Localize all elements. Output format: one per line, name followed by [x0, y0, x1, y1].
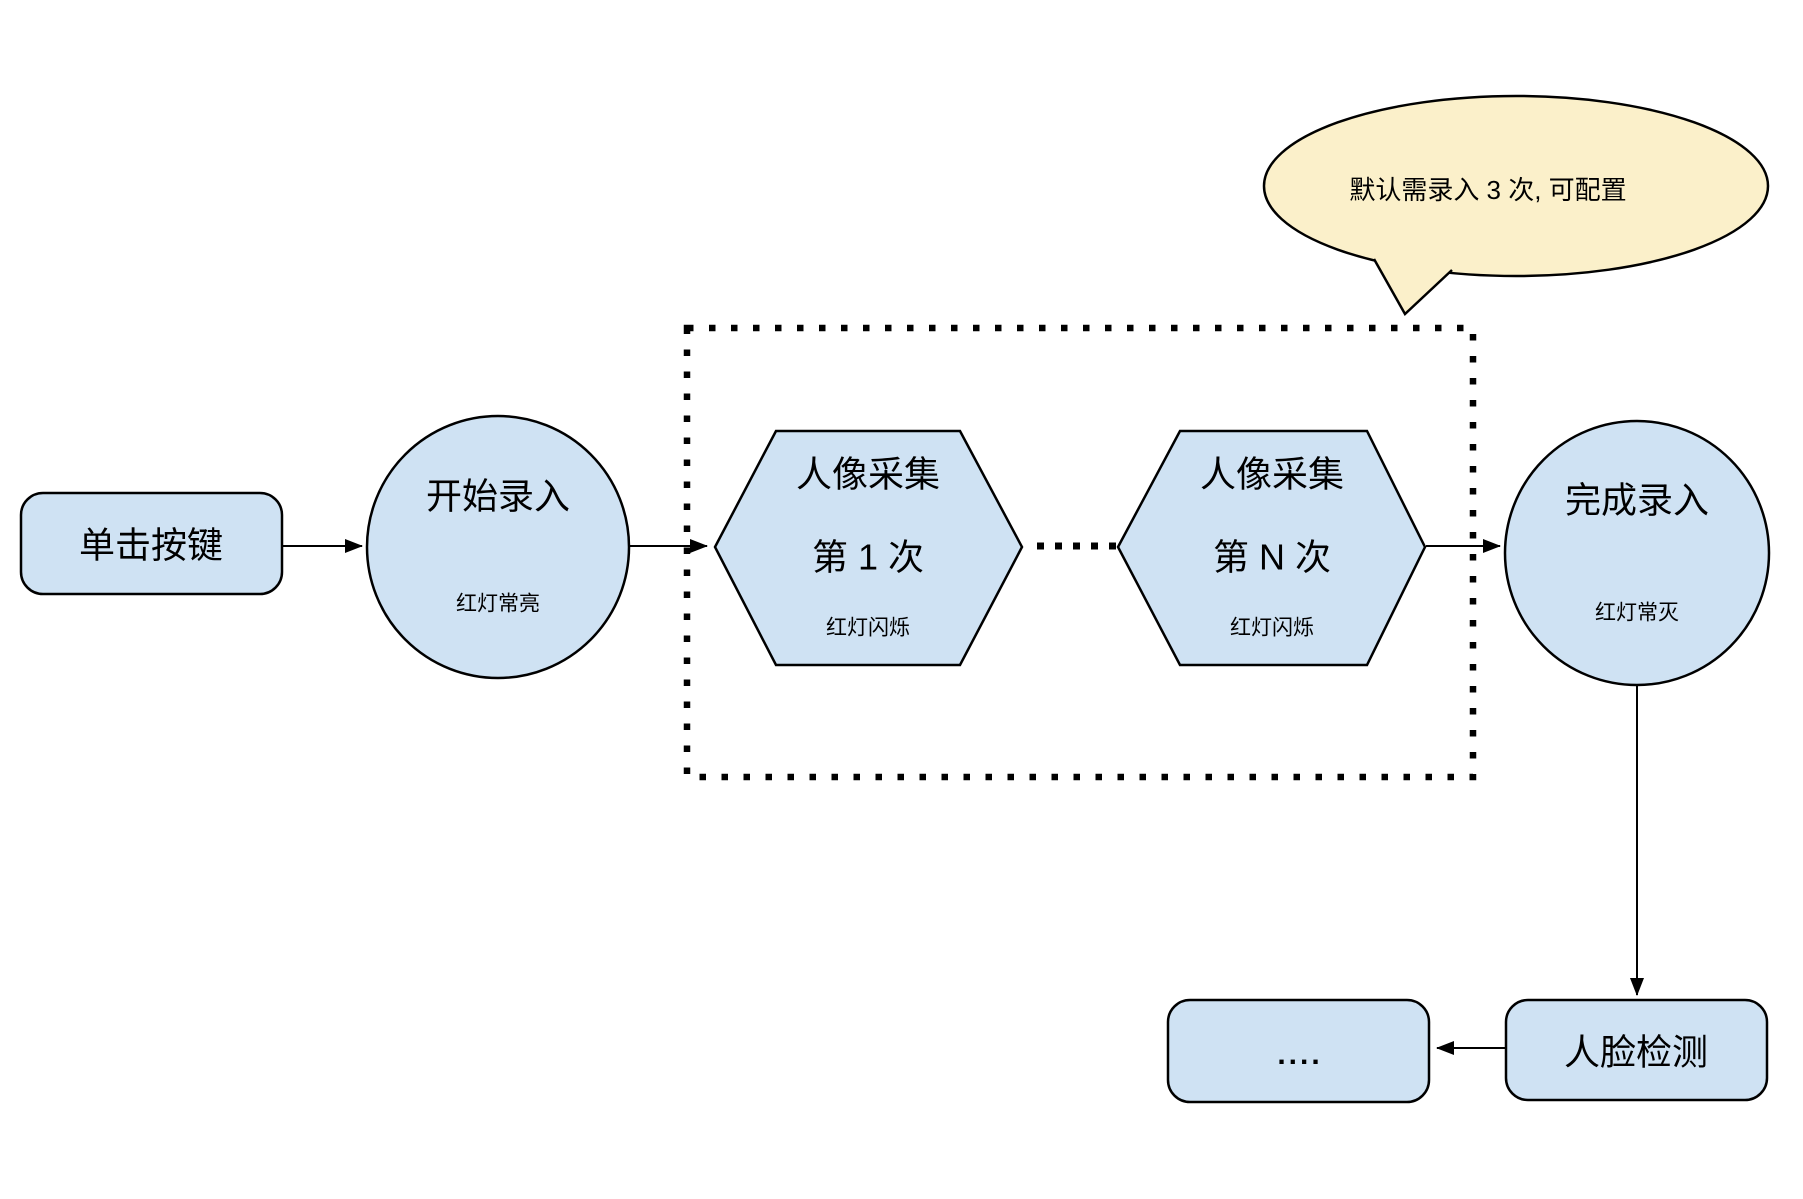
callout-bubble: 默认需录入 3 次, 可配置	[1262, 94, 1770, 317]
continuation-node: ....	[1166, 998, 1431, 1104]
click-button-label: 单击按键	[79, 525, 223, 566]
continuation-label: ....	[1277, 1038, 1322, 1071]
capture-first-status: 红灯闪烁	[826, 617, 910, 640]
capture-nth-title: 人像采集	[1200, 454, 1344, 495]
capture-first-title: 人像采集	[796, 454, 940, 495]
callout-bubble-tail	[1372, 258, 1453, 317]
start-enroll-node: 开始录入 红灯常亮	[365, 414, 631, 680]
click-button-node: 单击按键	[19, 491, 284, 596]
face-detection-node: 人脸检测	[1504, 998, 1769, 1102]
finish-enroll-shape[interactable]	[1503, 419, 1771, 687]
capture-nth-node: 人像采集 第 N 次 红灯闪烁	[1116, 429, 1427, 667]
finish-enroll-node: 完成录入 红灯常灭	[1503, 419, 1771, 687]
capture-nth-subtitle: 第 N 次	[1213, 537, 1331, 578]
continuation-shape[interactable]	[1166, 998, 1431, 1104]
start-enroll-status: 红灯常亮	[456, 593, 540, 616]
start-enroll-shape[interactable]	[365, 414, 631, 680]
capture-nth-shape[interactable]	[1116, 429, 1427, 667]
capture-group-dashed-border	[683, 324, 1477, 781]
callout-bubble-body[interactable]	[1262, 94, 1770, 278]
callout-text: 默认需录入 3 次, 可配置	[1349, 175, 1626, 205]
face-detection-label: 人脸检测	[1564, 1032, 1708, 1073]
face-detection-shape[interactable]	[1504, 998, 1769, 1102]
finish-enroll-title: 完成录入	[1565, 480, 1709, 521]
click-button-shape[interactable]	[19, 491, 284, 596]
start-enroll-title: 开始录入	[426, 476, 570, 517]
capture-first-shape[interactable]	[713, 429, 1024, 667]
capture-first-node: 人像采集 第 1 次 红灯闪烁	[713, 429, 1024, 667]
finish-enroll-status: 红灯常灭	[1595, 602, 1679, 625]
capture-nth-status: 红灯闪烁	[1230, 617, 1314, 640]
capture-first-subtitle: 第 1 次	[812, 537, 924, 578]
